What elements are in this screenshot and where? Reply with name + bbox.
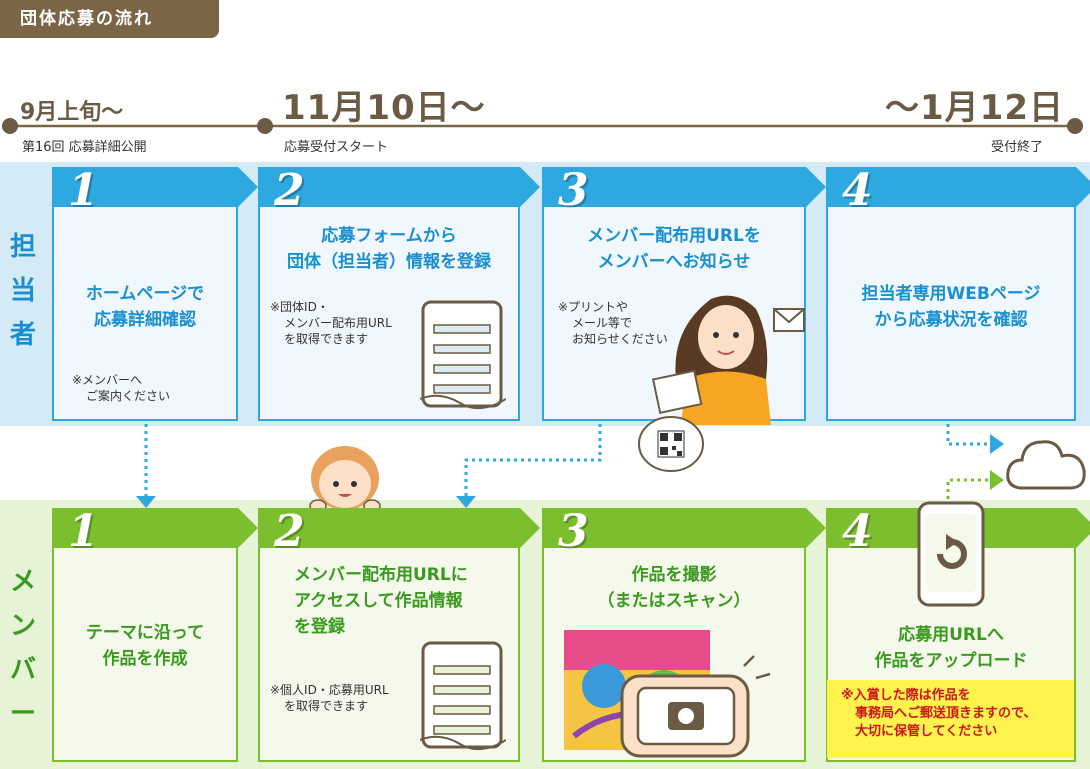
step-text: メンバー配布用URLにアクセスして作品情報を登録 [294,565,468,637]
member-step-1: 1 テーマに沿って作品を作成 [52,506,258,762]
cloud-icon [1006,440,1086,490]
step-number: 3 [558,506,589,557]
step-text: 応募フォームから団体（担当者）情報を登録 [287,226,491,272]
manager-step-1: 1 ホームページで応募詳細確認 ※メンバーへご案内ください [52,165,258,421]
step-text: テーマに沿って作品を作成 [85,623,205,669]
timeline-line [2,118,1083,134]
qr-code-icon [638,416,704,472]
manager-step-3: 3 メンバー配布用URLをメンバーへお知らせ ※プリントやメール等でお知らせくだ… [542,165,826,425]
timeline-end-caption: 受付終了 [991,140,1044,155]
step-number: 2 [274,506,305,557]
step-text: 応募用URLへ作品をアップロード [874,625,1028,671]
step-number: 3 [558,165,589,216]
step-number: 4 [842,506,873,557]
step-text: 担当者専用WEBページから応募状況を確認 [861,284,1041,330]
step-text: 作品を撮影（またはスキャン） [597,565,751,611]
award-shipping-notice: ※入賞した際は作品を 事務局へご郵送頂きますので、 大切に保管してください [827,680,1074,758]
step-number: 1 [68,506,99,557]
step-text: メンバー配布用URLをメンバーへお知らせ [587,226,761,272]
form-tablet-icon [420,300,506,410]
flow-connectors [136,424,1004,508]
step-banner [52,508,258,548]
step-banner [826,167,1090,207]
step-note: ※プリントやメール等でお知らせください [558,300,668,346]
manager-step-4: 4 担当者専用WEBページから応募状況を確認 [826,165,1090,421]
timeline-mid-caption: 応募受付スタート [284,140,389,155]
step-note: ※メンバーへご案内ください [72,373,171,403]
step-number: 1 [68,165,99,216]
page-title: 団体応募の流れ [0,0,219,38]
timeline-start-caption: 第16回 応募詳細公開 [22,140,147,155]
timeline-end-date: 〜1月12日 [885,88,1064,128]
member-step-3: 3 作品を撮影（またはスキャン） [542,506,826,762]
step-number: 2 [274,165,305,216]
artwork-photo-illustration [564,630,771,758]
child-illustration [309,446,381,512]
timeline-mid-date: 11月10日〜 [282,88,486,128]
step-number: 4 [842,165,873,216]
step-banner [52,167,258,207]
staff-person-illustration [651,295,805,425]
step-banner [542,167,826,207]
timeline-start-date: 9月上旬〜 [20,100,124,125]
form-tablet-icon [420,641,506,751]
member-row-label: メンバー [9,567,42,729]
smartphone-upload-icon [917,501,985,607]
step-banner [258,167,540,207]
step-banner [258,508,540,548]
step-text: ホームページで応募詳細確認 [85,284,205,330]
step-banner [542,508,826,548]
manager-row-label: 担当者 [9,232,42,350]
